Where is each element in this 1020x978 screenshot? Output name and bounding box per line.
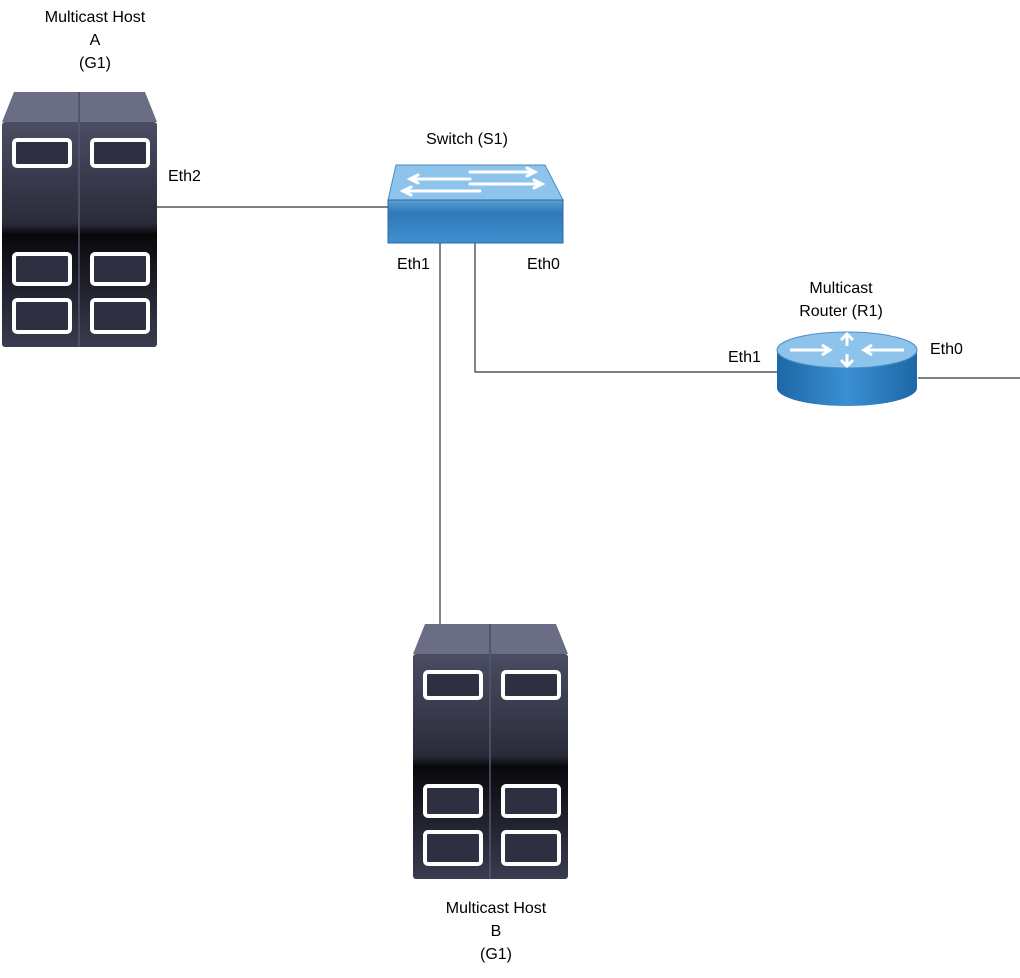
router-label: Multicast Router (R1) bbox=[799, 277, 883, 323]
server-icon[interactable] bbox=[413, 624, 568, 879]
port-label-switch-eth0: Eth0 bbox=[527, 256, 560, 273]
switch-icon[interactable] bbox=[387, 164, 564, 244]
server-icon[interactable] bbox=[2, 92, 157, 347]
host-a-label: Multicast Host A (G1) bbox=[45, 6, 145, 75]
router-name-1: Multicast bbox=[809, 280, 873, 297]
router-icon[interactable] bbox=[776, 331, 918, 406]
host-a-group: (G1) bbox=[79, 55, 111, 72]
link-switch-router bbox=[474, 243, 777, 373]
host-a-id: A bbox=[89, 32, 101, 49]
port-label-host-a-eth2: Eth2 bbox=[168, 168, 201, 185]
port-label-router-eth0: Eth0 bbox=[930, 341, 963, 358]
host-b-id: B bbox=[490, 923, 502, 940]
host-b-group: (G1) bbox=[480, 946, 512, 963]
port-label-switch-eth1: Eth1 bbox=[397, 256, 430, 273]
host-b-name: Multicast Host bbox=[445, 900, 547, 917]
host-b-label: Multicast Host B (G1) bbox=[446, 897, 546, 966]
port-label-router-eth1: Eth1 bbox=[728, 349, 761, 366]
router-name-2: Router (R1) bbox=[799, 303, 883, 320]
switch-label: Switch (S1) bbox=[426, 131, 508, 148]
host-a-name: Multicast Host bbox=[44, 9, 146, 26]
